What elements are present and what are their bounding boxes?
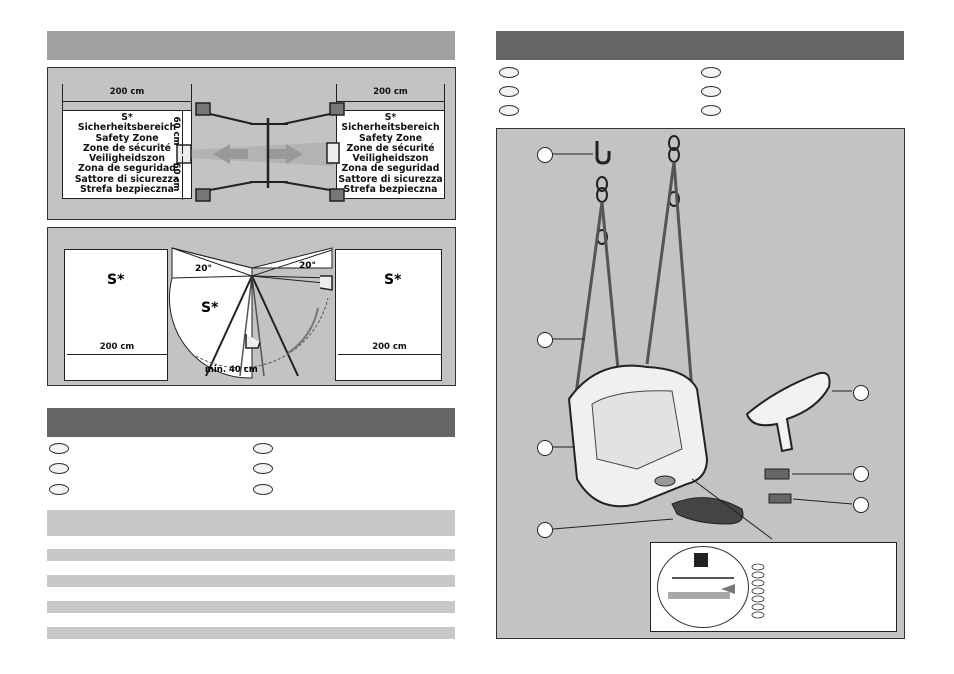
zone-lang-it: Sattore di sicurezza — [338, 173, 443, 185]
dimension-label: 200 cm — [373, 87, 408, 97]
dimension-label: 200 cm — [372, 342, 407, 352]
part-number-circle — [537, 147, 553, 163]
label-card — [650, 542, 897, 632]
zone-dim-right: 200 cm — [336, 80, 445, 110]
zone-lang-nl: Veiligheidszon — [352, 153, 429, 165]
dimension-label: 60 cm — [171, 116, 181, 146]
label-text-line — [672, 577, 734, 579]
zone-dim-left: 200 cm — [62, 80, 192, 110]
part-number-circle — [537, 522, 553, 538]
zone-lang-es: Zona de seguridad — [341, 163, 440, 175]
zone-lang-pl: Strefa bezpieczna — [343, 184, 438, 196]
zone-lang-it: Sattore di sicurezza — [74, 173, 180, 185]
safety-zone-right: S* Sicherheitsbereich Safety Zone Zone d… — [336, 110, 445, 199]
brand-logo-icon — [694, 553, 708, 567]
safety-zone-top-view-panel: 200 cm S* Sicherheitsbereich Safety Zone… — [47, 67, 456, 220]
zone-lang-fr: Zone de sécurité — [83, 142, 171, 154]
zone-lang-de: Sicherheitsbereich — [341, 122, 440, 134]
dimension-label: 60 cm — [171, 162, 181, 192]
table-row-bar — [47, 601, 455, 613]
zone-marker: S* — [384, 272, 402, 288]
dimension-60-top: 60 cm — [170, 110, 184, 154]
zone-lang-fr: Zone de sécurité — [346, 142, 435, 154]
hook-icon — [595, 141, 611, 165]
zone-lang-pl: Strefa bezpieczna — [80, 184, 174, 196]
safety-zone-left: S* Sicherheitsbereich Safety Zone Zone d… — [62, 110, 192, 199]
table-row-bar — [47, 575, 455, 587]
section-header-left — [47, 408, 455, 437]
swing-seat-illustration — [552, 135, 853, 540]
zone-lang-en: Safety Zone — [358, 132, 423, 144]
part-number-circle — [537, 332, 553, 348]
zone-marker-center: S* — [201, 300, 219, 316]
section-header-right — [496, 31, 904, 60]
zone-lang-de: Sicherheitsbereich — [77, 122, 177, 134]
safety-zone-side-right: S* 200 cm — [335, 249, 442, 381]
label-highlight-bar — [668, 592, 730, 599]
table-row-bar — [47, 627, 455, 639]
language-badge — [49, 463, 69, 474]
angle-label-left: 20° — [195, 264, 213, 274]
parts-overview-panel — [496, 128, 905, 639]
swing-arc-diagram — [168, 247, 333, 379]
language-badge — [701, 67, 721, 78]
language-badge — [701, 86, 721, 97]
part-number-circle — [853, 497, 869, 513]
angle-label-right: 20° — [299, 261, 317, 271]
language-badge — [253, 463, 273, 474]
language-badge — [49, 443, 69, 454]
swing-arc-side-view-panel: S* 200 cm S* 200 cm 20° 20° S* min. 40 c… — [47, 227, 456, 386]
table-row-bar — [47, 549, 455, 561]
language-badge — [701, 105, 721, 116]
table-header-bar — [47, 510, 455, 536]
arrow-icon — [721, 584, 735, 594]
dimension-60-bottom: 60 cm — [170, 156, 184, 200]
label-circle — [657, 546, 749, 628]
language-badge — [499, 86, 519, 97]
zone-marker: S* — [384, 112, 397, 123]
zone-lang-nl: Veiligheidszon — [89, 153, 165, 165]
zone-lang-en: Safety Zone — [95, 132, 159, 144]
swing-frame-top-view — [176, 102, 345, 202]
zone-lang-es: Zona de seguridad — [78, 163, 176, 175]
language-badge — [253, 484, 273, 495]
part-number-circle — [853, 385, 869, 401]
dimension-label: 200 cm — [99, 342, 135, 352]
header-bar-left — [47, 31, 455, 60]
part-number-circle — [853, 466, 869, 482]
zone-marker: S* — [121, 112, 133, 123]
language-badge — [499, 105, 519, 116]
language-badge — [49, 484, 69, 495]
safety-zone-side-left: S* 200 cm — [64, 249, 168, 381]
part-number-circle — [537, 440, 553, 456]
zone-marker: S* — [107, 272, 125, 288]
language-badge — [499, 67, 519, 78]
language-badge — [253, 443, 273, 454]
min-height-label: min. 40 cm — [205, 365, 258, 375]
language-list-icons — [751, 563, 765, 619]
dimension-label: 200 cm — [109, 87, 145, 97]
double-arrow-icon — [213, 144, 303, 164]
